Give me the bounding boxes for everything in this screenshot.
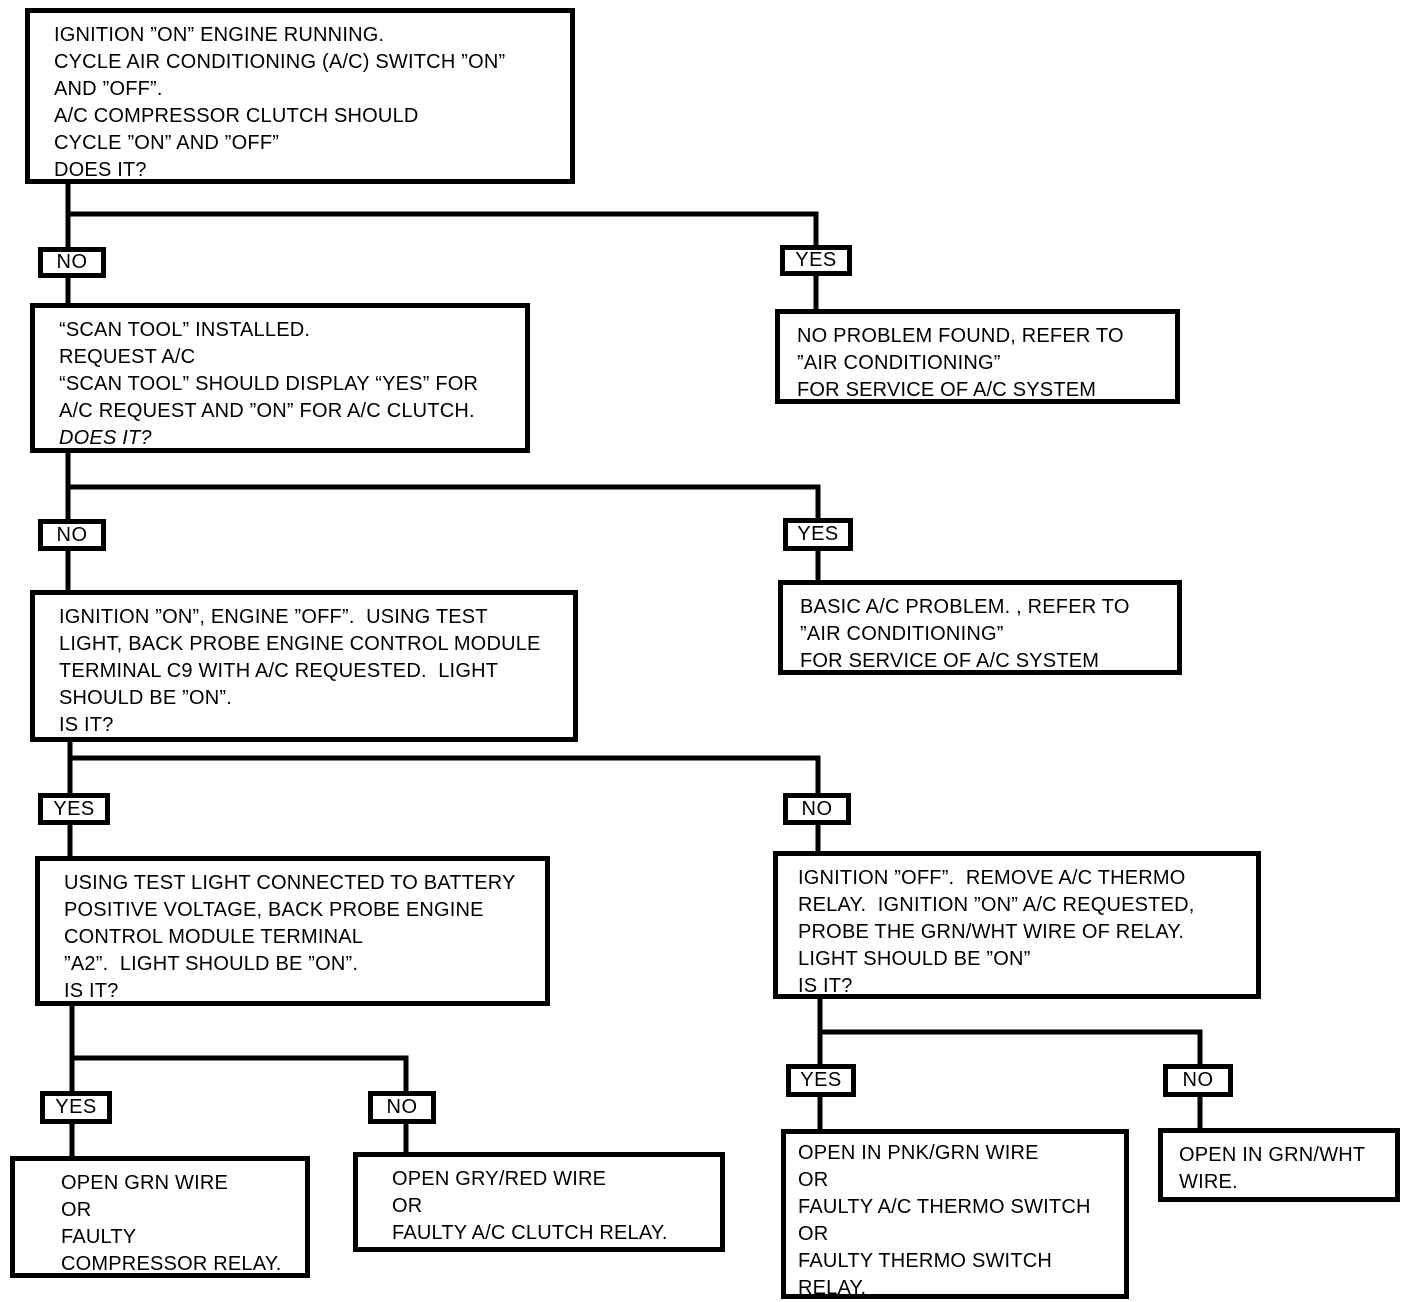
branch-label-text: NO: [56, 251, 88, 273]
branch-label-no: NO: [368, 1091, 436, 1124]
text-line: OPEN IN PNK/GRN WIRE: [798, 1142, 1039, 1164]
text-line: OR: [798, 1223, 829, 1245]
text-line: IGNITION ”OFF”. REMOVE A/C THERMO: [798, 867, 1186, 889]
branch-label-text: YES: [800, 1069, 842, 1091]
branch-label-no: NO: [783, 793, 851, 825]
branch-label-yes: YES: [786, 1064, 856, 1097]
text-line: PROBE THE GRN/WHT WIRE OF RELAY.: [798, 921, 1185, 943]
text-line: OPEN IN GRN/WHT: [1179, 1144, 1366, 1166]
connector-path: [65, 179, 1203, 1161]
text-line: RELAY. IGNITION ”ON” A/C REQUESTED,: [798, 894, 1195, 916]
text-line: FAULTY THERMO SWITCH: [798, 1250, 1053, 1272]
text-line: OPEN GRY/RED WIRE: [392, 1168, 607, 1190]
end-basic-ac-problem: BASIC A/C PROBLEM. , REFER TO ”AIR CONDI…: [778, 580, 1182, 675]
text-line: ”AIR CONDITIONING”: [800, 623, 1004, 645]
branch-label-yes: YES: [780, 245, 852, 276]
branch-label-text: YES: [797, 523, 839, 545]
branch-label-text: YES: [795, 249, 837, 271]
text-line: FAULTY A/C THERMO SWITCH: [798, 1196, 1091, 1218]
text-line: IS IT?: [798, 975, 853, 997]
branch-label-no: NO: [38, 247, 106, 278]
step-probe-terminal-c9: IGNITION ”ON”, ENGINE ”OFF”. USING TEST …: [30, 590, 578, 742]
text-line: FOR SERVICE OF A/C SYSTEM: [797, 379, 1097, 401]
text-line: ”A2”. LIGHT SHOULD BE ”ON”.: [64, 953, 359, 975]
text-line: A/C COMPRESSOR CLUTCH SHOULD: [54, 105, 419, 127]
text-line: OPEN GRN WIRE: [61, 1172, 229, 1194]
branch-label-yes: YES: [38, 793, 110, 825]
text-line: NO PROBLEM FOUND, REFER TO: [797, 325, 1124, 347]
text-line: REQUEST A/C: [59, 346, 196, 368]
step-probe-thermo-relay: IGNITION ”OFF”. REMOVE A/C THERMO RELAY.…: [773, 851, 1261, 999]
branch-label-text: NO: [1182, 1069, 1214, 1091]
text-line: IS IT?: [64, 980, 119, 1002]
text-line: IS IT?: [59, 714, 114, 736]
branch-label-text: YES: [55, 1096, 97, 1118]
text-line: DOES IT?: [59, 427, 152, 449]
text-line: OR: [392, 1195, 423, 1217]
branch-label-text: NO: [56, 523, 88, 546]
text-line: LIGHT, BACK PROBE ENGINE CONTROL MODULE: [59, 633, 541, 655]
end-open-grn-wht-wire: OPEN IN GRN/WHT WIRE.: [1158, 1128, 1400, 1202]
end-no-problem-found: NO PROBLEM FOUND, REFER TO ”AIR CONDITIO…: [775, 309, 1180, 404]
text-line: AND ”OFF”.: [54, 78, 163, 100]
text-line: “SCAN TOOL” INSTALLED.: [59, 319, 311, 341]
text-line: FOR SERVICE OF A/C SYSTEM: [800, 650, 1100, 672]
branch-label-no: NO: [38, 519, 106, 551]
step-probe-terminal-a2: USING TEST LIGHT CONNECTED TO BATTERY PO…: [35, 856, 550, 1006]
text-line: LIGHT SHOULD BE ”ON”: [798, 948, 1031, 970]
branch-label-yes: YES: [783, 518, 853, 551]
end-open-pnk-grn-wire: OPEN IN PNK/GRN WIRE OR FAULTY A/C THERM…: [781, 1129, 1129, 1299]
branch-label-text: NO: [801, 797, 833, 820]
branch-label-text: NO: [386, 1096, 418, 1118]
text-line: USING TEST LIGHT CONNECTED TO BATTERY: [64, 872, 516, 894]
end-open-gry-red-wire: OPEN GRY/RED WIRE OR FAULTY A/C CLUTCH R…: [353, 1152, 725, 1252]
text-line: OR: [61, 1199, 92, 1221]
text-line: CONTROL MODULE TERMINAL: [64, 926, 364, 948]
text-line: SHOULD BE ”ON”.: [59, 687, 233, 709]
step-cycle-ac-switch: IGNITION ”ON” ENGINE RUNNING. CYCLE AIR …: [25, 8, 575, 184]
branch-label-yes: YES: [40, 1091, 112, 1124]
text-line: DOES IT?: [54, 159, 147, 181]
text-line: FAULTY A/C CLUTCH RELAY.: [392, 1222, 668, 1244]
text-line: A/C REQUEST AND ”ON” FOR A/C CLUTCH.: [59, 400, 475, 422]
text-line: RELAY.: [798, 1277, 867, 1299]
text-line: “SCAN TOOL” SHOULD DISPLAY “YES” FOR: [59, 373, 479, 395]
end-open-grn-wire: OPEN GRN WIRE OR FAULTY COMPRESSOR RELAY…: [10, 1156, 310, 1278]
text-line: POSITIVE VOLTAGE, BACK PROBE ENGINE: [64, 899, 484, 921]
text-line: CYCLE AIR CONDITIONING (A/C) SWITCH ”ON”: [54, 51, 506, 73]
text-line: WIRE.: [1179, 1171, 1238, 1193]
text-line: IGNITION ”ON” ENGINE RUNNING.: [54, 24, 385, 46]
text-line: OR: [798, 1169, 829, 1191]
text-line: TERMINAL C9 WITH A/C REQUESTED. LIGHT: [59, 660, 499, 682]
text-line: BASIC A/C PROBLEM. , REFER TO: [800, 596, 1130, 618]
text-line: FAULTY: [61, 1226, 137, 1248]
text-line: IGNITION ”ON”, ENGINE ”OFF”. USING TEST: [59, 606, 488, 628]
text-line: COMPRESSOR RELAY.: [61, 1253, 282, 1275]
text-line: ”AIR CONDITIONING”: [797, 352, 1001, 374]
branch-label-text: YES: [53, 797, 95, 820]
text-line: CYCLE ”ON” AND ”OFF”: [54, 132, 280, 154]
step-scan-tool: “SCAN TOOL” INSTALLED. REQUEST A/C “SCAN…: [30, 303, 530, 453]
branch-label-no: NO: [1163, 1064, 1233, 1097]
